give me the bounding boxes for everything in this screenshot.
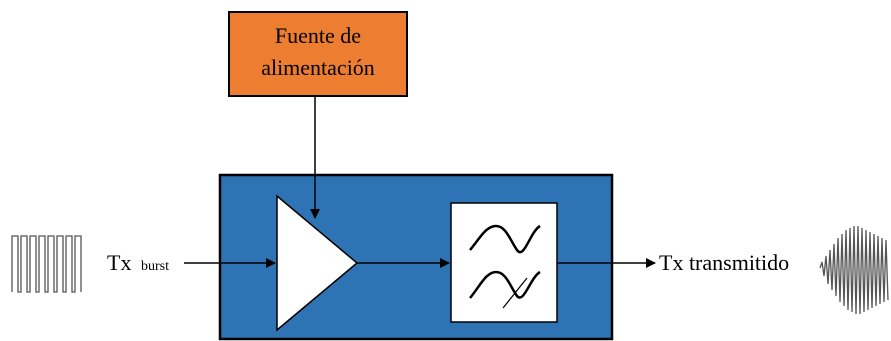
power-supply-label-line1: Fuente de: [275, 23, 361, 48]
power-supply-block: Fuente de alimentación: [228, 11, 408, 97]
amplifier-icon: [276, 194, 359, 332]
filter-box: [450, 202, 558, 323]
power-supply-box: [228, 11, 408, 97]
power-supply-label-line2: alimentación: [261, 55, 375, 80]
bandpass-filter-icon: [469, 224, 541, 299]
input-label-main: Tx: [107, 250, 131, 275]
input-label: Tx burst: [107, 250, 169, 275]
filter-slash-icon: [502, 277, 528, 309]
input-label-subscript: burst: [141, 259, 169, 274]
filter-block: [450, 202, 558, 323]
output-sine-burst-icon: [819, 225, 889, 315]
output-label: Tx transmitido: [659, 250, 789, 275]
input-square-pulse-icon: [11, 235, 82, 293]
